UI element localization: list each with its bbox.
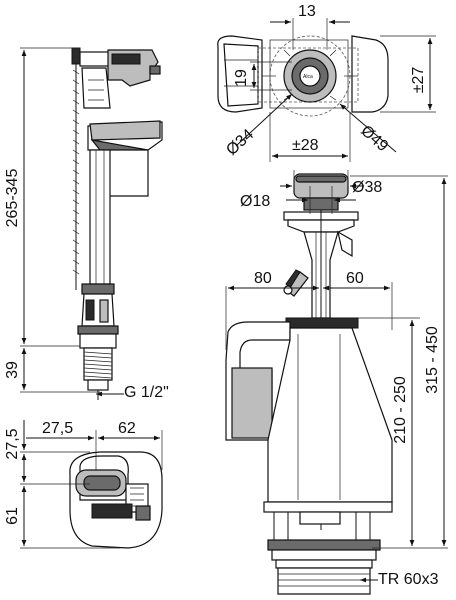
dimension-tolerance-28: ±28 bbox=[269, 112, 351, 162]
thread-callout-g: G 1/2" bbox=[96, 384, 169, 401]
label-g-thread: G 1/2" bbox=[124, 384, 169, 401]
label-d49: Ø49 bbox=[357, 122, 391, 155]
dimension-diameter-34: Ø34 bbox=[223, 93, 293, 159]
flush-valve-side-view bbox=[225, 173, 393, 595]
dimension-height-19: 19 bbox=[233, 61, 292, 91]
dimension-height-265-345: 265-345 bbox=[4, 47, 80, 347]
dimension-diameter-18: Ø18 bbox=[240, 186, 356, 214]
thread-callout-tr: TR 60x3 bbox=[360, 571, 439, 588]
flush-valve-top-view: Alca bbox=[217, 35, 389, 117]
dimension-height-315-450: 315 - 450 bbox=[350, 175, 448, 549]
fill-valve-top-view bbox=[69, 451, 163, 549]
adjustment-rod bbox=[71, 47, 81, 290]
label-28: ±28 bbox=[292, 137, 319, 154]
dimension-diameter-38: Ø38 bbox=[280, 170, 382, 196]
dimension-width-13: 13 bbox=[270, 3, 350, 50]
label-d38: Ø38 bbox=[352, 179, 382, 196]
label-210-250: 210 - 250 bbox=[392, 376, 409, 444]
dimension-offset-80-60: 80 60 bbox=[225, 270, 393, 350]
label-d18: Ø18 bbox=[240, 193, 270, 210]
label-315-450: 315 - 450 bbox=[424, 326, 441, 394]
fill-valve-side-view bbox=[71, 47, 163, 400]
label-39: 39 bbox=[4, 361, 21, 379]
label-62: 62 bbox=[118, 420, 136, 437]
label-tr-60x3: TR 60x3 bbox=[378, 571, 439, 588]
label-80: 80 bbox=[254, 270, 272, 287]
label-19: 19 bbox=[233, 69, 250, 87]
label-61: 61 bbox=[4, 507, 21, 525]
dimension-height-210-250: 210 - 250 bbox=[358, 317, 420, 549]
brand-mark-alca: Alca bbox=[303, 74, 313, 80]
label-27: ±27 bbox=[410, 67, 427, 94]
dimension-tolerance-27: ±27 bbox=[380, 35, 436, 113]
label-27-5-horizontal: 27,5 bbox=[42, 420, 73, 437]
label-265-345: 265-345 bbox=[4, 169, 21, 228]
label-27-5-vertical: 27,5 bbox=[4, 428, 21, 459]
dimension-height-27-5-61: 27,5 61 bbox=[4, 420, 120, 549]
dimension-height-39: 39 bbox=[4, 348, 100, 393]
label-60: 60 bbox=[346, 270, 364, 287]
label-13: 13 bbox=[298, 3, 316, 20]
dimension-offset-27-5-62: 27,5 62 bbox=[26, 420, 163, 470]
